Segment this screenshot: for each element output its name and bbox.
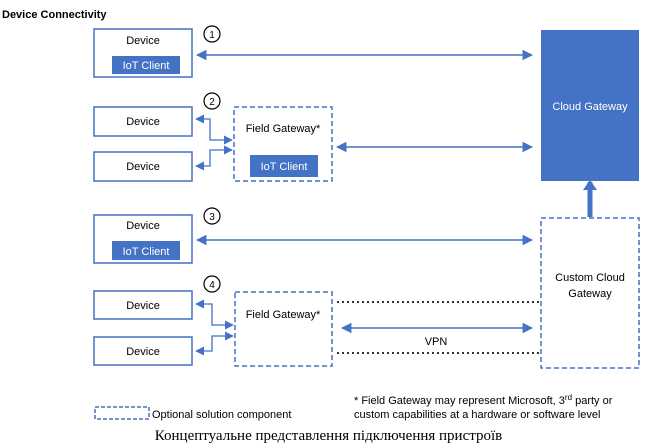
step-marker-3 — [203, 207, 221, 225]
footnote-line-1-post: party or — [572, 395, 613, 407]
custom-cloud-gateway-box — [540, 217, 640, 369]
custom-cloud-gateway-label-1: Custom Cloud — [555, 272, 625, 284]
device-to-gateway-connector-4b — [195, 331, 234, 356]
field-gateway-box-4 — [234, 291, 333, 367]
iot-client-label: IoT Client — [123, 246, 170, 258]
step-marker-2 — [203, 92, 221, 110]
device-box-2a — [93, 106, 193, 137]
custom-to-cloud-arrow-head — [583, 180, 597, 190]
step-marker-4-label: 4 — [209, 280, 215, 291]
footnote-line-1: * Field Gateway may represent Microsoft,… — [354, 393, 613, 407]
step-marker-3-label: 3 — [209, 212, 215, 223]
iot-client-label: IoT Client — [261, 161, 308, 173]
step-marker-1-label: 1 — [209, 30, 215, 41]
iot-client-box-2 — [250, 155, 318, 177]
device-label: Device — [126, 220, 160, 232]
device-box-4a — [93, 290, 193, 320]
legend-dashed-swatch — [94, 406, 150, 420]
field-gateway-label: Field Gateway* — [246, 123, 321, 135]
device-label: Device — [126, 346, 160, 358]
step-marker-1 — [203, 25, 221, 43]
footnote-line-2: custom capabilities at a hardware or sof… — [354, 409, 600, 421]
custom-cloud-gateway-label-2: Gateway — [568, 288, 612, 300]
legend-optional-label: Optional solution component — [152, 409, 291, 421]
vpn-label: VPN — [425, 336, 448, 348]
device-to-gateway-connector-2b — [195, 145, 233, 171]
device-to-gateway-connector-2a — [195, 114, 233, 145]
device-label: Device — [126, 161, 160, 173]
iot-client-label: IoT Client — [123, 60, 170, 72]
step-marker-2-label: 2 — [209, 97, 215, 108]
field-gateway-label: Field Gateway* — [246, 309, 321, 321]
device-to-gateway-connector-4a — [195, 299, 234, 330]
step-marker-4 — [203, 275, 221, 293]
device-label: Device — [126, 35, 160, 47]
footnote-superscript: rd — [565, 393, 572, 402]
device-label: Device — [126, 300, 160, 312]
iot-client-box-3 — [112, 241, 180, 260]
diagram-title: Device Connectivity — [2, 9, 107, 21]
device-label: Device — [126, 116, 160, 128]
device-box-2b — [93, 151, 193, 182]
cloud-gateway-label: Cloud Gateway — [552, 101, 628, 113]
figure-caption: Концептуальне представлення підключення … — [154, 428, 503, 444]
iot-client-box-1 — [112, 56, 180, 74]
footnote-line-1-pre: * Field Gateway may represent Microsoft,… — [354, 395, 565, 407]
cloud-gateway-box — [541, 30, 639, 181]
device-box-4b — [93, 336, 193, 366]
